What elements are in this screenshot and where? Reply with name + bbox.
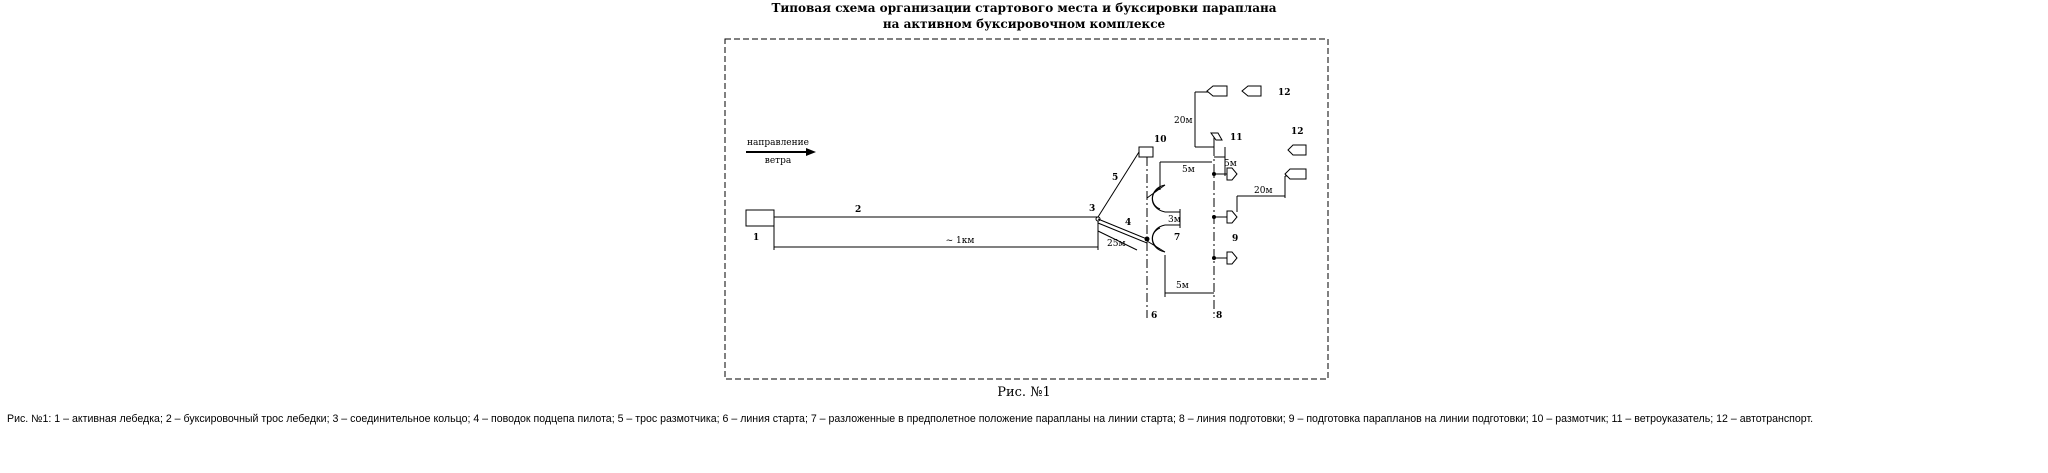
paraglider-prep-1 — [1212, 167, 1238, 181]
vehicle-top-2 — [1241, 85, 1262, 97]
label-6: 6 — [1151, 311, 1157, 321]
paraglider-prep-3 — [1212, 251, 1238, 265]
label-7: 7 — [1174, 233, 1180, 243]
dim-25m-line — [1097, 230, 1138, 251]
dim-25m-label: 25м — [1107, 239, 1125, 249]
label-10: 10 — [1154, 135, 1167, 145]
diagram-title-line-2: на активном буксировочном комплексе — [882, 17, 1166, 31]
dim-3m-label: 3м — [1168, 215, 1181, 225]
unwinder-rope — [1097, 151, 1140, 218]
dim-5m-right-label: 5м — [1224, 159, 1237, 169]
unwinder — [1138, 146, 1154, 158]
paraglider-prep-2 — [1212, 210, 1238, 224]
wind-label-1: направление — [747, 138, 809, 148]
launch-site-diagram: направление ветра 1 2 ~ 1км 3 4 25м 5 10… — [724, 38, 1329, 380]
label-11: 11 — [1230, 133, 1243, 143]
dim-1km-label: ~ 1км — [946, 236, 975, 246]
dim-20m-top-label: 20м — [1174, 116, 1192, 126]
figure-legend: Рис. №1: 1 – активная лебедка; 2 – букси… — [7, 413, 1814, 425]
dim-5m-top-label: 5м — [1182, 165, 1195, 175]
vehicle-right-1 — [1287, 144, 1307, 156]
pilot-bridle-b — [1097, 222, 1148, 244]
winch — [745, 209, 775, 227]
label-9: 9 — [1232, 234, 1238, 244]
vehicle-top-1 — [1206, 85, 1228, 97]
wind-direction-indicator: направление ветра — [746, 138, 816, 166]
pilot-marker — [1144, 236, 1150, 242]
diagram-title-line-1: Типовая схема организации стартового мес… — [771, 1, 1277, 15]
label-3: 3 — [1089, 204, 1095, 214]
label-1: 1 — [753, 233, 759, 243]
figure-caption: Рис. №1 — [997, 385, 1051, 400]
wind-label-2: ветра — [765, 156, 792, 166]
label-4: 4 — [1125, 218, 1131, 228]
windsock — [1210, 132, 1223, 147]
label-12-top: 12 — [1278, 88, 1291, 98]
dim-5m-bottom-label: 5м — [1176, 281, 1189, 291]
label-2: 2 — [855, 205, 861, 215]
pilot-bridle-a — [1097, 218, 1148, 240]
paraglider-lower — [1146, 224, 1166, 253]
vehicle-right-2 — [1284, 168, 1307, 180]
label-12-right: 12 — [1291, 127, 1304, 137]
diagram-frame — [724, 38, 1329, 380]
label-5: 5 — [1112, 173, 1118, 183]
dim-20m-right-label: 20м — [1254, 186, 1272, 196]
paraglider-upper — [1146, 184, 1166, 213]
wind-arrow-head — [806, 148, 816, 156]
label-8: 8 — [1216, 311, 1222, 321]
